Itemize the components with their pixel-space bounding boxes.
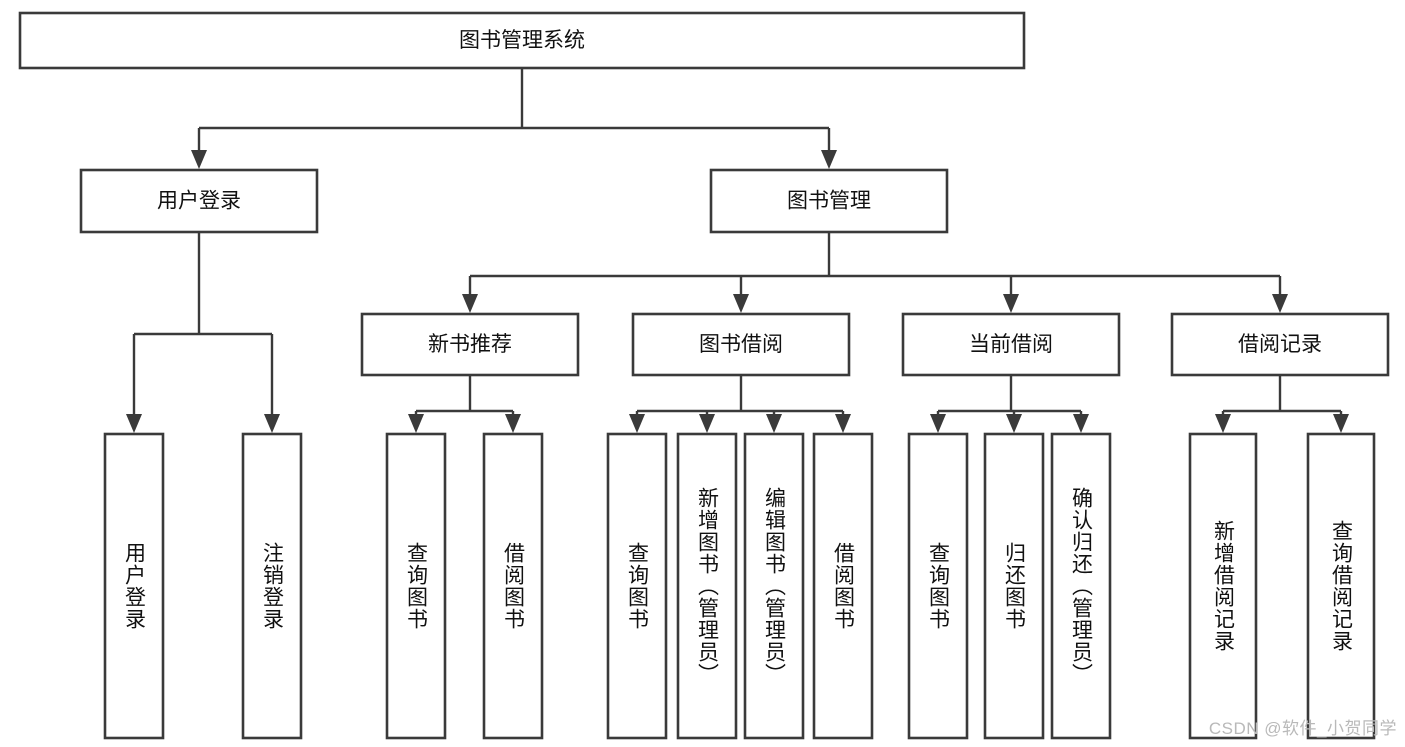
- node-box-root[interactable]: [18, 11, 1026, 70]
- node-box-user-login[interactable]: [79, 168, 319, 234]
- node-box-leaf-borrow-book-1[interactable]: [482, 432, 544, 740]
- node-label-book-manage: 图书管理: [787, 190, 871, 213]
- node-box-leaf-borrow-book-2[interactable]: [812, 432, 874, 740]
- node-box-book-borrow[interactable]: [631, 312, 851, 377]
- node-label-new-book-rec: 新书推荐: [428, 333, 512, 356]
- node-box-leaf-query-borrow-rec[interactable]: [1306, 432, 1376, 740]
- node-box-leaf-confirm-return[interactable]: [1050, 432, 1112, 740]
- node-box-leaf-query-book-2[interactable]: [606, 432, 668, 740]
- node-label-borrow-record: 借阅记录: [1238, 333, 1322, 356]
- node-label-book-borrow: 图书借阅: [699, 333, 783, 356]
- node-box-leaf-add-borrow-rec[interactable]: [1188, 432, 1258, 740]
- watermark-credit: CSDN @软件_小贺同学: [1208, 719, 1397, 738]
- nodes-layer: [18, 11, 1390, 740]
- node-box-current-borrow[interactable]: [901, 312, 1121, 377]
- node-box-book-manage[interactable]: [709, 168, 949, 234]
- node-box-borrow-record[interactable]: [1170, 312, 1390, 377]
- node-box-new-book-rec[interactable]: [360, 312, 580, 377]
- node-box-leaf-query-book-1[interactable]: [385, 432, 447, 740]
- node-label-current-borrow: 当前借阅: [969, 333, 1053, 356]
- connectors-layer: [126, 68, 1349, 433]
- node-label-root: 图书管理系统: [459, 29, 585, 52]
- node-box-leaf-user-login[interactable]: [103, 432, 165, 740]
- node-label-user-login: 用户登录: [157, 190, 241, 213]
- node-box-leaf-query-book-3[interactable]: [907, 432, 969, 740]
- node-box-leaf-add-book-admin[interactable]: [676, 432, 738, 740]
- node-box-leaf-return-book[interactable]: [983, 432, 1045, 740]
- node-box-leaf-logout[interactable]: [241, 432, 303, 740]
- node-box-leaf-edit-book-admin[interactable]: [743, 432, 805, 740]
